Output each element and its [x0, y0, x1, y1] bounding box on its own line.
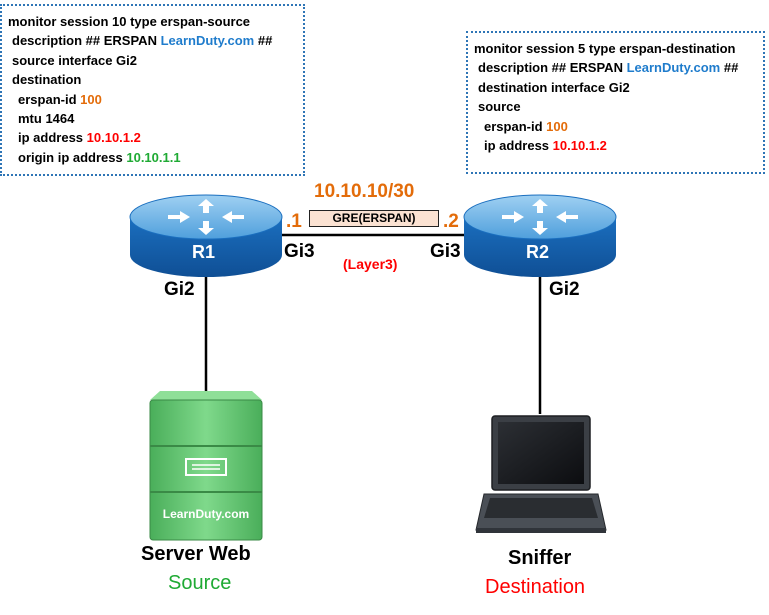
config-line: description ## ERSPAN LearnDuty.com ## [474, 58, 757, 77]
config-line: origin ip address 10.10.1.1 [8, 148, 297, 167]
tunnel-label: GRE(ERSPAN) [332, 211, 416, 225]
router-r2-icon [463, 194, 617, 277]
config-text: description ## ERSPAN [478, 60, 627, 76]
config-text: erspan-id [484, 118, 547, 134]
r1-host-id: .1 [286, 211, 302, 232]
r2-down-port: Gi2 [549, 279, 580, 300]
config-text: origin ip address [18, 149, 127, 165]
router-r1-icon [129, 194, 283, 277]
config-line: mtu 1464 [18, 111, 75, 127]
config-text: description ## ERSPAN [12, 33, 161, 49]
config-line: source [478, 99, 521, 115]
layer-label: (Layer3) [343, 256, 398, 272]
ip-address-value: 10.10.1.2 [552, 138, 607, 154]
r2-link-port: Gi3 [430, 241, 461, 262]
laptop-icon [475, 415, 607, 533]
config-line: description ## ERSPAN LearnDuty.com ## [8, 31, 297, 50]
config-text: erspan-id [18, 91, 81, 107]
erspan-id-value: 100 [546, 118, 568, 134]
origin-ip-value: 10.10.1.1 [126, 149, 181, 165]
erspan-destination-config-box: monitor session 5 type erspan-destinatio… [466, 31, 765, 174]
config-line: erspan-id 100 [474, 117, 757, 136]
erspan-source-config-box: monitor session 10 type erspan-source de… [0, 4, 305, 176]
config-line: monitor session 5 type erspan-destinatio… [474, 41, 736, 56]
config-text: ## [254, 33, 273, 49]
server-icon [149, 391, 263, 541]
ip-address-value: 10.10.1.2 [86, 130, 141, 146]
config-line: ip address 10.10.1.2 [8, 128, 297, 147]
config-text: ip address [18, 130, 87, 146]
config-line: destination interface Gi2 [478, 79, 630, 95]
config-line: destination [12, 72, 82, 88]
erspan-id-value: 100 [80, 91, 102, 107]
config-line: source interface Gi2 [12, 52, 137, 68]
config-line: ip address 10.10.1.2 [474, 136, 757, 155]
r1-down-port: Gi2 [164, 279, 195, 300]
site-link: LearnDuty.com [160, 33, 255, 49]
r2-host-id: .2 [443, 211, 459, 232]
router-r1-name: R1 [192, 242, 216, 262]
config-line: erspan-id 100 [8, 90, 297, 109]
gre-tunnel-box: GRE(ERSPAN) [309, 210, 439, 227]
server-brand: LearnDuty.com [162, 507, 250, 521]
sniffer-role: Destination [485, 576, 586, 598]
config-line: monitor session 10 type erspan-source [8, 14, 251, 29]
site-link: LearnDuty.com [626, 60, 721, 76]
server-name: Server Web [141, 543, 251, 565]
sniffer-name: Sniffer [508, 547, 572, 569]
config-text: ## [720, 60, 739, 76]
r1-link-port: Gi3 [284, 241, 315, 262]
server-role: Source [168, 572, 232, 594]
config-text: ip address [484, 138, 553, 154]
router-r2-name: R2 [526, 242, 550, 262]
subnet-label: 10.10.10/30 [314, 181, 415, 202]
